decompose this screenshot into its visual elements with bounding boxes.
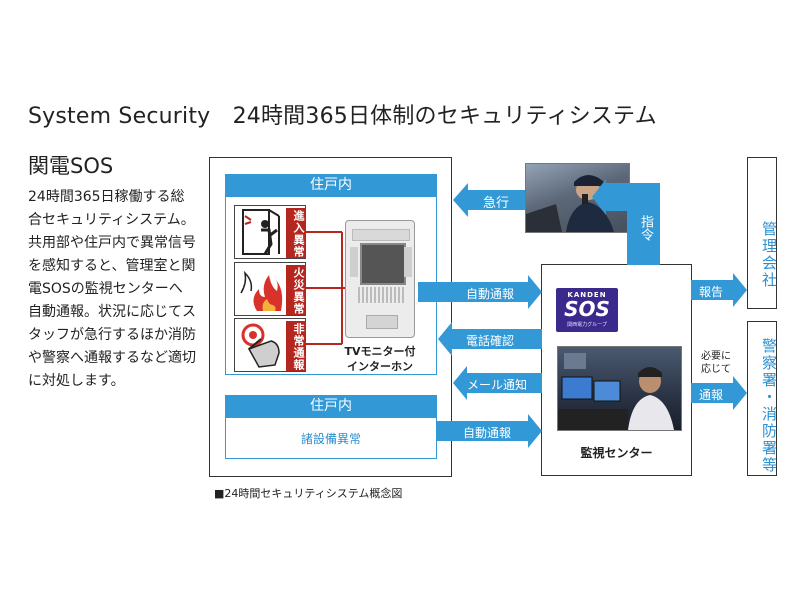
logo-kanden-text: KANDEN	[567, 291, 607, 299]
arrow-auto-report-bottom-label: 自動通報	[463, 426, 512, 440]
section-heading: 関電SOS	[28, 154, 114, 178]
dwelling-bottom-panel	[225, 417, 437, 459]
arrow-phone-check-label: 電話確認	[466, 334, 515, 348]
arrow-auto-report-top: 自動通報	[418, 275, 542, 309]
diagram-caption: ■24時間セキュリティシステム概念図	[214, 487, 403, 500]
logo-group-text: 関西電力グループ	[567, 322, 607, 328]
logo-sos-text: SOS	[564, 297, 610, 321]
arrow-rush-label: 急行	[483, 196, 510, 211]
page-title: System Security 24時間365日体制のセキュリティシステム	[28, 104, 657, 129]
arrow-phone-check: 電話確認	[438, 322, 542, 356]
operator-photo	[557, 346, 682, 431]
kanden-sos-logo: KANDEN SOS 関西電力グループ	[556, 288, 618, 332]
arrow-report: 報告	[691, 273, 747, 307]
conditional-note: 必要に 応じて	[701, 351, 731, 375]
arrow-auto-report-bottom: 自動通報	[437, 414, 542, 448]
arrow-command-head	[592, 179, 606, 215]
arrow-mail-notice: メール通知	[453, 366, 542, 400]
arrow-command-connector	[605, 183, 629, 211]
arrow-mail-notice-label: メール通知	[467, 378, 528, 392]
arrow-notify-label: 通報	[699, 388, 724, 402]
guard-photo	[525, 163, 630, 233]
arrow-rush: 急行	[453, 183, 525, 217]
arrow-command: 指令	[627, 183, 660, 265]
arrow-auto-report-top-label: 自動通報	[466, 287, 515, 301]
police-fire-box: 警察署・消防署等	[747, 321, 778, 476]
arrow-command-label: 指令	[638, 215, 653, 241]
description-text: 24時間365日稼働する総合セキュリティシステム。共用部や住戸内で異常信号を感知…	[28, 189, 196, 389]
intercom-label: TVモニター付 インターホン	[344, 345, 416, 373]
dwelling-top-header: 住戸内	[225, 174, 437, 196]
intercom-device	[345, 220, 415, 338]
arrow-report-label: 報告	[699, 285, 724, 299]
management-company-box: 管理会社	[747, 157, 778, 309]
alarm-label-fire: 火災異常	[286, 265, 306, 315]
arrow-notify: 通報	[691, 376, 747, 410]
alarm-label-intrusion: 進入異常	[286, 208, 306, 258]
alarm-connector-lines	[306, 231, 348, 345]
facility-abnormality: 諸設備異常	[300, 432, 361, 446]
dwelling-bottom-header: 住戸内	[225, 395, 437, 417]
monitoring-center-label: 監視センター	[580, 446, 653, 460]
alarm-label-emergency: 非常通報	[286, 321, 306, 371]
